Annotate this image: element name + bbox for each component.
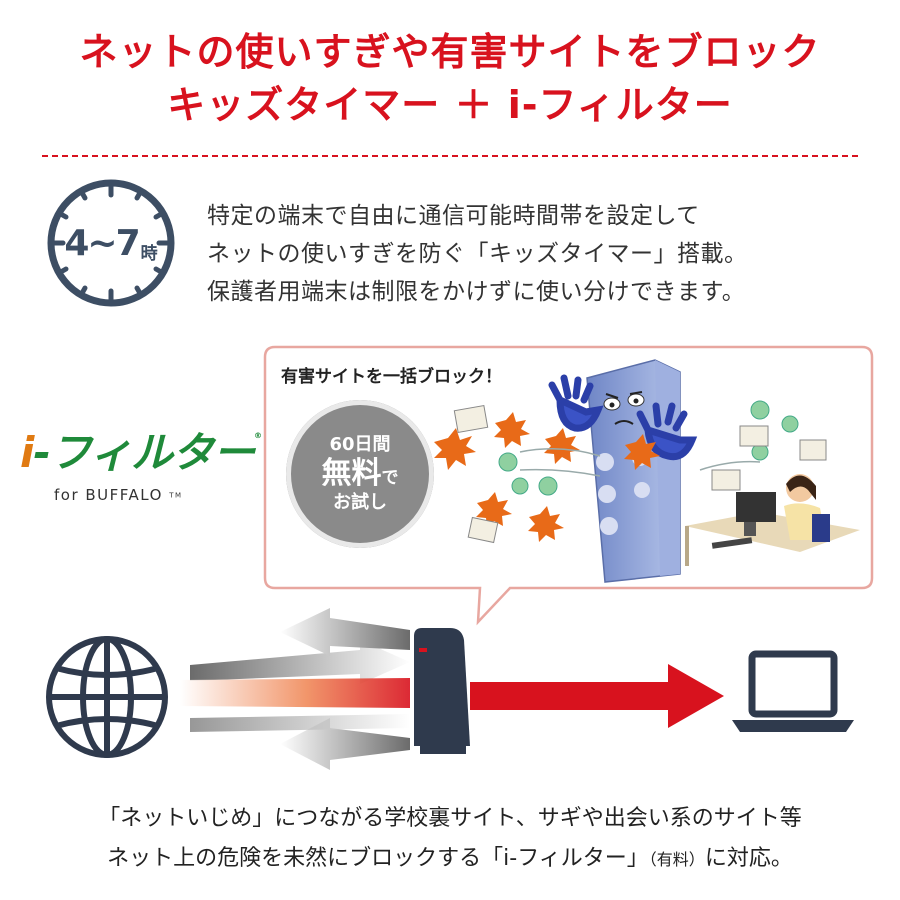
trial-free-word: 無料 — [321, 456, 382, 491]
footer-line-2: ネット上の危険を未然にブロックする「i-フィルター」（有料）に対応。 — [0, 848, 900, 870]
description-line: 特定の端末で自由に通信可能時間帯を設定して — [207, 203, 700, 229]
clock-icon — [47, 179, 175, 307]
user-at-computer-illustration — [685, 474, 860, 566]
filter-wall-illustration — [548, 359, 698, 583]
kids-timer-description: 特定の端末で自由に通信可能時間帯を設定して ネットの使いすぎを防ぐ「キッズタイマ… — [207, 197, 877, 311]
harmful-site-icons — [453, 400, 827, 544]
speech-bubble — [263, 345, 874, 626]
description-line: ネットの使いすぎを防ぐ「キッズタイマー」搭載。 — [207, 241, 748, 267]
trial-free-suffix: で — [381, 468, 399, 488]
logo-subtext: for BUFFALO TM — [54, 486, 265, 504]
footer-line-1: 「ネットいじめ」につながる学校裏サイト、サギや出会い系のサイト等 — [98, 806, 802, 831]
trial-free: 無料で — [322, 456, 399, 492]
bubble-title: 有害サイトを一括ブロック！ — [281, 367, 502, 387]
trial-try: お試し — [333, 492, 387, 513]
trial-days: 60日間 — [329, 434, 391, 456]
logo-for-buffalo: for BUFFALO — [54, 486, 163, 504]
incoming-traffic-arrows — [180, 608, 410, 770]
laptop-icon — [732, 650, 854, 732]
filtered-output-arrow — [470, 664, 724, 728]
clock-label: 4~7 時 — [44, 176, 178, 310]
footer-line-2-end: に対応。 — [704, 846, 793, 871]
blocked-threat-bursts — [434, 412, 660, 542]
footer-line-2-main: ネット上の危険を未然にブロックする「i-フィルター」 — [107, 846, 649, 871]
trademark-mark: TM — [169, 491, 183, 500]
dashed-divider — [42, 155, 858, 157]
i-filter-logo: i-フィルター® for BUFFALO TM — [20, 432, 265, 505]
logo-wordmark: i-フィルター® — [20, 432, 265, 474]
logo-i: i — [20, 428, 34, 477]
logo-name: -フィルター — [33, 428, 255, 477]
footer-paid-note: （有料） — [648, 850, 705, 869]
headline-line-1: ネットの使いすぎや有害サイトをブロック — [79, 30, 821, 74]
description-line: 保護者用端末は制限をかけずに使い分けできます。 — [207, 279, 746, 305]
clock-unit: 時 — [140, 243, 158, 264]
clock-range: 4~7 — [64, 222, 140, 264]
registered-mark: ® — [254, 431, 262, 440]
headline-line-2: キッズタイマー ＋ i-フィルター — [167, 83, 733, 127]
free-trial-badge: 60日間 無料で お試し — [286, 400, 434, 548]
globe-icon — [46, 636, 168, 758]
router-icon — [414, 628, 470, 754]
